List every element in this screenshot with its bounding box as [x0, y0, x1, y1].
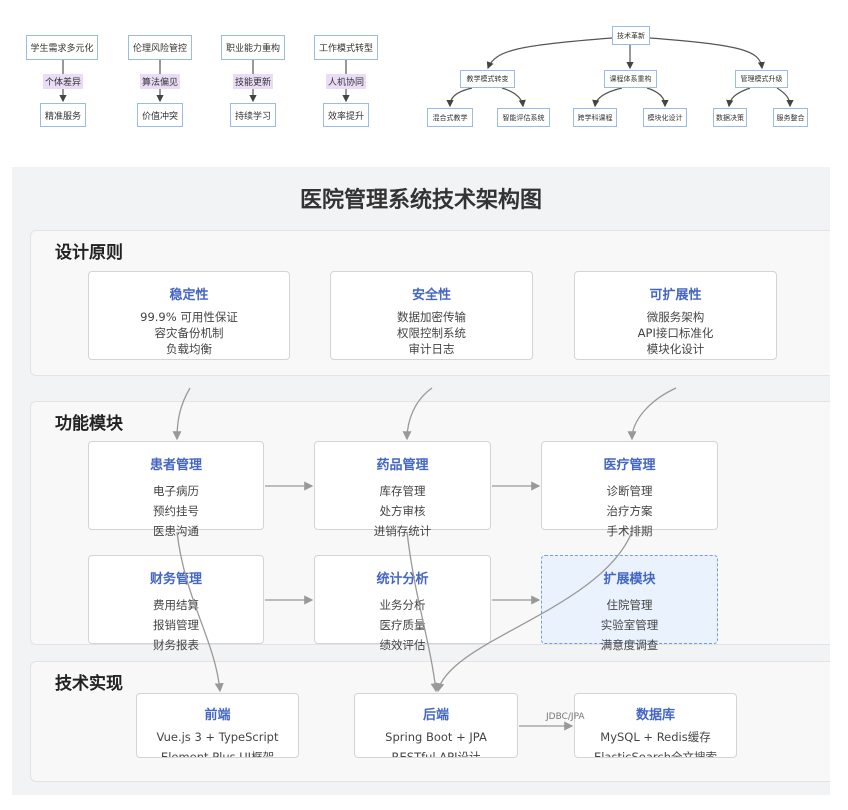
card-extension-module: 扩展模块住院管理实验室管理满意度调查 — [541, 555, 718, 652]
tree-leaf: 模块化设计 — [643, 108, 687, 127]
edge-label: 算法偏见 — [140, 74, 181, 89]
card-item: 医疗质量 — [379, 618, 426, 632]
card-item: Spring Boot + JPA — [385, 730, 487, 744]
card-item: RESTful API设计 — [391, 750, 481, 758]
section-heading: 设计原则 — [55, 243, 123, 263]
card-item: 模块化设计 — [646, 342, 705, 356]
card-drug-mgmt: 药品管理库存管理处方审核进销存统计 — [314, 441, 491, 538]
card-item: 预约挂号 — [153, 504, 199, 518]
card-title: 扩展模块 — [603, 572, 656, 587]
card-item: 业务分析 — [379, 598, 426, 612]
node-career-skill: 职业能力重构 — [221, 35, 285, 60]
card-item: 权限控制系统 — [397, 326, 466, 340]
card-title: 统计分析 — [376, 572, 429, 587]
node-continuous-learning: 持续学习 — [230, 103, 276, 127]
card-item: 电子病历 — [153, 484, 199, 498]
node-ethics-risk: 伦理风险管控 — [128, 35, 192, 60]
card-item: 数据加密传输 — [397, 310, 466, 324]
card-database: 数据库 MySQL + Redis缓存 ElasticSearch全文搜索 — [574, 693, 737, 758]
card-item: 库存管理 — [379, 484, 426, 498]
card-item: 治疗方案 — [606, 504, 653, 518]
tree-leaf: 跨学科课程 — [573, 108, 617, 127]
card-backend: 后端 Spring Boot + JPA RESTful API设计 — [354, 693, 518, 758]
card-item: 住院管理 — [606, 598, 653, 612]
card-statistics: 统计分析业务分析医疗质量绩效评估 — [314, 555, 491, 652]
tree-branch: 课程体系重构 — [604, 70, 657, 88]
card-item: 绩效评估 — [379, 638, 426, 652]
card-item: 手术排期 — [606, 524, 653, 538]
card-item: 医患沟通 — [153, 524, 199, 538]
card-title: 后端 — [422, 708, 449, 723]
page-title: 医院管理系统技术架构图 — [299, 188, 542, 213]
card-item: 报销管理 — [153, 618, 199, 632]
card-item: 微服务架构 — [646, 310, 705, 324]
tree-leaf: 服务整合 — [773, 108, 808, 127]
edge-label-jdbc: JDBC/JPA — [546, 712, 585, 722]
card-item: 财务报表 — [153, 638, 199, 652]
card-security: 安全性数据加密传输权限控制系统审计日志 — [330, 271, 533, 360]
tree-branch: 教学模式转变 — [460, 70, 515, 88]
card-title: 可扩展性 — [649, 288, 702, 303]
card-item: 99.9% 可用性保证 — [140, 310, 238, 324]
card-item: 进销存统计 — [373, 524, 432, 538]
node-value-conflict: 价值冲突 — [137, 103, 183, 127]
card-title: 前端 — [204, 708, 231, 723]
card-item: ElasticSearch全文搜索 — [593, 750, 718, 758]
section-heading: 技术实现 — [55, 674, 123, 694]
card-title: 患者管理 — [149, 458, 202, 473]
card-patient-mgmt: 患者管理电子病历预约挂号医患沟通 — [88, 441, 264, 538]
card-item: 实验室管理 — [600, 618, 659, 632]
card-item: 负载均衡 — [166, 342, 212, 356]
tree-leaf: 数据决策 — [713, 108, 747, 127]
card-item: Vue.js 3 + TypeScript — [156, 730, 279, 744]
node-work-mode: 工作模式转型 — [314, 35, 378, 60]
card-title: 安全性 — [411, 288, 451, 303]
tree-branch: 管理模式升级 — [735, 70, 788, 88]
card-item: 费用结算 — [153, 598, 199, 612]
node-efficiency: 效率提升 — [323, 103, 369, 127]
card-item: 处方审核 — [379, 504, 426, 518]
card-medical-mgmt: 医疗管理诊断管理治疗方案手术排期 — [541, 441, 718, 538]
edge-label: 技能更新 — [233, 74, 274, 89]
card-item: 满意度调查 — [600, 638, 659, 652]
node-student-needs: 学生需求多元化 — [26, 35, 98, 60]
card-item: MySQL + Redis缓存 — [600, 730, 711, 744]
card-item: 审计日志 — [408, 342, 455, 356]
edge-label: 个体差异 — [43, 74, 84, 89]
card-item: 诊断管理 — [606, 484, 653, 498]
card-title: 财务管理 — [149, 572, 202, 587]
card-scalability: 可扩展性微服务架构 API接口标准化模块化设计 — [574, 271, 777, 360]
card-item: 容灾备份机制 — [154, 326, 224, 340]
card-item: Element Plus UI框架 — [160, 750, 275, 758]
card-finance-mgmt: 财务管理费用结算报销管理财务报表 — [88, 555, 264, 652]
card-title: 医疗管理 — [603, 458, 656, 473]
node-precise-service: 精准服务 — [40, 103, 86, 127]
card-title: 数据库 — [635, 708, 675, 723]
tree-leaf: 智能评估系统 — [497, 108, 550, 127]
tree-leaf: 混合式教学 — [427, 108, 473, 127]
section-heading: 功能模块 — [55, 414, 123, 434]
card-title: 药品管理 — [376, 458, 429, 473]
card-title: 稳定性 — [169, 288, 209, 303]
edge-label: 人机协同 — [326, 74, 367, 89]
card-item: API接口标准化 — [637, 326, 714, 340]
card-stability: 稳定性 99.9% 可用性保证容灾备份机制负载均衡 — [88, 271, 290, 360]
tree-root: 技术革新 — [612, 26, 650, 45]
